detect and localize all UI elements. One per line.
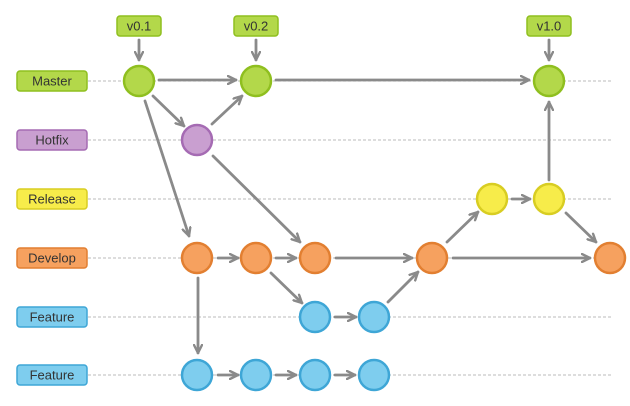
tag-v0-1: v0.1 xyxy=(116,15,162,37)
lane-label-text: Feature xyxy=(30,310,75,325)
arrow-develop-release xyxy=(445,210,480,244)
arrow-hotfix-master xyxy=(210,94,244,126)
arrow-master-develop xyxy=(143,99,189,238)
commit-node-develop xyxy=(180,241,214,275)
commit-node-feature xyxy=(298,358,332,392)
commit-nodes xyxy=(122,64,627,392)
lane-label-box xyxy=(16,247,88,269)
lane-label-box xyxy=(16,188,88,210)
tag-text: v1.0 xyxy=(537,19,562,34)
lane-label-develop: Develop xyxy=(16,247,88,269)
tag-text: v0.2 xyxy=(244,19,269,34)
lane-label-box xyxy=(16,364,88,386)
commit-node-master xyxy=(122,64,156,98)
commit-node-develop xyxy=(593,241,627,275)
tag-box xyxy=(116,15,162,37)
lane-label-text: Hotfix xyxy=(35,133,69,148)
commit-node-develop xyxy=(415,241,449,275)
lane-label-feature-1: Feature xyxy=(16,306,88,328)
lane-label-release: Release xyxy=(16,188,88,210)
arrow-release-develop xyxy=(564,211,598,244)
commit-node-feature xyxy=(357,358,391,392)
lane-label-box xyxy=(16,70,88,92)
commit-node-master xyxy=(532,64,566,98)
lane-label-text: Master xyxy=(32,74,72,89)
tag-v1-0: v1.0 xyxy=(526,15,572,37)
arrows xyxy=(139,38,598,375)
arrow-hotfix-develop xyxy=(211,154,302,244)
commit-node-develop xyxy=(239,241,273,275)
commit-node-hotfix xyxy=(180,123,214,157)
arrow-feature1-develop xyxy=(386,270,420,304)
lane-label-master: Master xyxy=(16,70,88,92)
lane-label-box xyxy=(16,129,88,151)
commit-node-develop xyxy=(298,241,332,275)
commit-node-master xyxy=(239,64,273,98)
lane-label-feature-2: Feature xyxy=(16,364,88,386)
tag-v0-2: v0.2 xyxy=(233,15,279,37)
arrow-develop-feature1 xyxy=(269,271,304,305)
tag-box xyxy=(526,15,572,37)
lane-label-box xyxy=(16,306,88,328)
tag-text: v0.1 xyxy=(127,19,152,34)
commit-node-feature xyxy=(357,300,391,334)
lane-label-text: Develop xyxy=(28,251,76,266)
commit-node-feature xyxy=(239,358,273,392)
lane-guides xyxy=(88,80,612,376)
lane-label-text: Feature xyxy=(30,368,75,383)
arrow-master-hotfix xyxy=(151,94,186,128)
commit-node-release xyxy=(532,182,566,216)
commit-node-feature xyxy=(180,358,214,392)
lane-label-hotfix: Hotfix xyxy=(16,129,88,151)
tag-box xyxy=(233,15,279,37)
commit-node-release xyxy=(475,182,509,216)
lane-label-text: Release xyxy=(28,192,76,207)
commit-node-feature xyxy=(298,300,332,334)
